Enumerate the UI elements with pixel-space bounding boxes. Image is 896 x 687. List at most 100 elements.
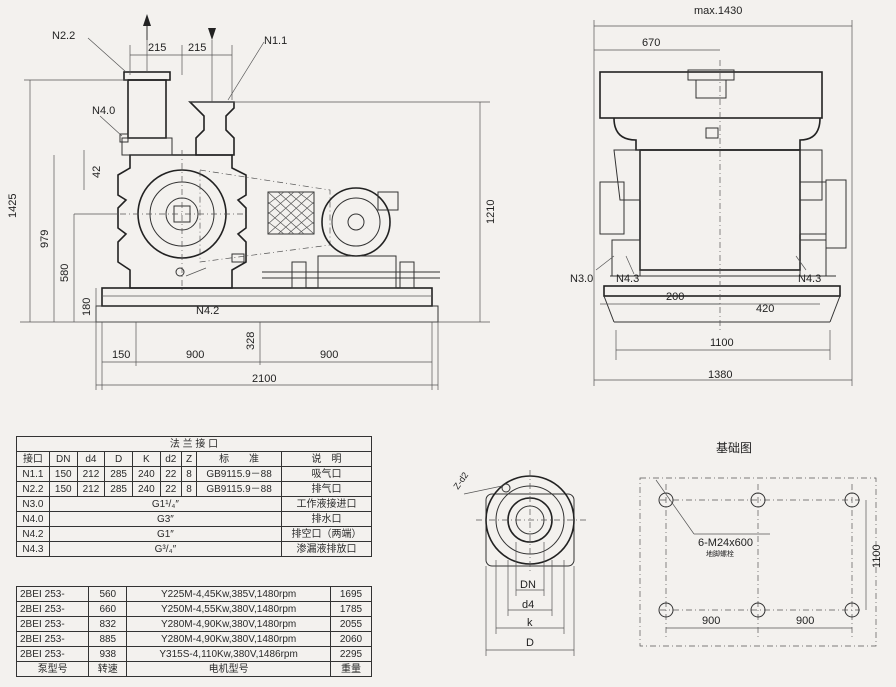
dim-1210: 1210 bbox=[485, 200, 497, 224]
dim-215b: 215 bbox=[188, 42, 206, 54]
cell: 1785 bbox=[329, 601, 373, 617]
cell: 938 bbox=[88, 646, 128, 662]
cell: 排气口 bbox=[280, 481, 373, 497]
cell: 2BEⅠ 253- bbox=[15, 586, 90, 602]
dim-670: 670 bbox=[642, 37, 660, 49]
cell: 排水口 bbox=[280, 511, 373, 527]
col-pump-model: 泵型号 bbox=[15, 661, 90, 677]
dim-900b: 900 bbox=[320, 349, 338, 361]
cell: Y250M-4,55Kw,380V,1480rpm bbox=[126, 601, 331, 617]
table-row: N2.2 150 212 285 240 22 8 GB9115.9－88 排气… bbox=[16, 481, 373, 497]
cell: 150 bbox=[48, 481, 78, 497]
dim-1380: 1380 bbox=[708, 369, 732, 381]
n42-label: N4.2 bbox=[196, 305, 219, 317]
cell: 1695 bbox=[329, 586, 373, 602]
col-d4: d4 bbox=[76, 451, 106, 467]
flange-view: Z-d2 DN d4 k D bbox=[451, 470, 586, 656]
foundation-title: 基础图 bbox=[716, 441, 752, 455]
col-desc: 说 明 bbox=[280, 451, 373, 467]
cell: GB9115.9－88 bbox=[196, 466, 282, 482]
flange-d-label: D bbox=[526, 637, 534, 649]
bolts-note: 地脚螺栓 bbox=[706, 549, 734, 558]
model-table-footer: 泵型号 转速 电机型号 重量 bbox=[15, 661, 373, 677]
cell: 22 bbox=[159, 466, 182, 482]
side-view: max.1430 670 N3.0 N4.3 N4.3 200 420 1100… bbox=[570, 5, 853, 386]
cell: 8 bbox=[180, 481, 198, 497]
cell: 240 bbox=[132, 481, 161, 497]
dim-900a-foundation: 900 bbox=[702, 615, 720, 627]
col-d: D bbox=[104, 451, 133, 467]
col-motor-model: 电机型号 bbox=[126, 661, 331, 677]
n30-label: N3.0 bbox=[570, 273, 593, 285]
cell: G1¹/₄″ bbox=[48, 496, 282, 512]
cell: 212 bbox=[76, 481, 106, 497]
cell: N4.0 bbox=[16, 511, 50, 527]
cell: Y280M-4,90Kw,380V,1480rpm bbox=[126, 616, 331, 632]
coupling-guard bbox=[267, 191, 315, 235]
table-row: N1.1 150 212 285 240 22 8 GB9115.9－88 吸气… bbox=[16, 466, 373, 482]
dim-215a: 215 bbox=[148, 42, 166, 54]
cell: 吸气口 bbox=[280, 466, 373, 482]
cell: 2BEⅠ 253- bbox=[15, 601, 90, 617]
flange-table-title: 法 兰 接 口 bbox=[16, 436, 372, 452]
cell: Y315S-4,110Kw,380V,1486rpm bbox=[126, 646, 331, 662]
cell: 22 bbox=[159, 481, 182, 497]
dim-979: 979 bbox=[39, 230, 51, 248]
cell: 2BEⅠ 253- bbox=[15, 646, 90, 662]
cell: N1.1 bbox=[16, 466, 50, 482]
dim-1425: 1425 bbox=[7, 194, 19, 218]
cell: 渗漏液排放口 bbox=[280, 541, 373, 557]
cell: 2BEⅠ 253- bbox=[15, 616, 90, 632]
front-view: N2.2 N1.1 N4.0 N4.2 215 215 42 1425 979 … bbox=[7, 14, 497, 390]
cell: N3.0 bbox=[16, 496, 50, 512]
col-weight: 重量 bbox=[329, 661, 373, 677]
cell: 2060 bbox=[329, 631, 373, 647]
n40-label: N4.0 bbox=[92, 105, 115, 117]
dim-900b-foundation: 900 bbox=[796, 615, 814, 627]
n22-label: N2.2 bbox=[52, 30, 75, 42]
col-speed: 转速 bbox=[88, 661, 128, 677]
cell: G1″ bbox=[48, 526, 282, 542]
dim-150: 150 bbox=[112, 349, 130, 361]
cell: 660 bbox=[88, 601, 128, 617]
cell: 8 bbox=[180, 466, 198, 482]
dim-580: 580 bbox=[59, 264, 71, 282]
k-label: k bbox=[527, 617, 533, 629]
cell: N2.2 bbox=[16, 481, 50, 497]
cell: GB9115.9－88 bbox=[196, 481, 282, 497]
n11-label: N1.1 bbox=[264, 35, 287, 47]
col-z: Z bbox=[180, 451, 198, 467]
dim-42: 42 bbox=[91, 166, 103, 178]
cell: N4.2 bbox=[16, 526, 50, 542]
dim-180: 180 bbox=[81, 298, 93, 316]
cell: G³/₄″ bbox=[48, 541, 282, 557]
cell: 2BEⅠ 253- bbox=[15, 631, 90, 647]
cell: 排空口（两端） bbox=[280, 526, 373, 542]
dim-1100-foundation: 1100 bbox=[871, 544, 883, 568]
cell: 212 bbox=[76, 466, 106, 482]
dn-label: DN bbox=[520, 579, 536, 591]
col-d2: d2 bbox=[159, 451, 182, 467]
table-row: 2BEⅠ 253- 832 Y280M-4,90Kw,380V,1480rpm … bbox=[15, 616, 373, 632]
cell: 2055 bbox=[329, 616, 373, 632]
n43a-label: N4.3 bbox=[616, 273, 639, 285]
dim-200: 200 bbox=[666, 291, 684, 303]
model-table: 2BEⅠ 253- 560 Y225M-4,45Kw,385V,1480rpm … bbox=[15, 586, 373, 677]
table-row: 2BEⅠ 253- 660 Y250M-4,55Kw,380V,1480rpm … bbox=[15, 601, 373, 617]
cell: G3″ bbox=[48, 511, 282, 527]
dim-1100: 1100 bbox=[710, 337, 734, 349]
cell: 2295 bbox=[329, 646, 373, 662]
dim-max1430: max.1430 bbox=[694, 5, 742, 17]
cell: 工作液接进口 bbox=[280, 496, 373, 512]
cell: 285 bbox=[104, 481, 133, 497]
cell: 240 bbox=[132, 466, 161, 482]
dim-420: 420 bbox=[756, 303, 774, 315]
col-standard: 标 准 bbox=[196, 451, 282, 467]
bolts-label: 6-M24x600 bbox=[698, 537, 753, 549]
foundation-view: 基础图 6-M24x600 地脚螺栓 1100 900 900 bbox=[639, 441, 883, 647]
cell: 885 bbox=[88, 631, 128, 647]
col-k: K bbox=[132, 451, 161, 467]
cell: N4.3 bbox=[16, 541, 50, 557]
table-row: N3.0 G1¹/₄″ 工作液接进口 bbox=[16, 496, 373, 512]
